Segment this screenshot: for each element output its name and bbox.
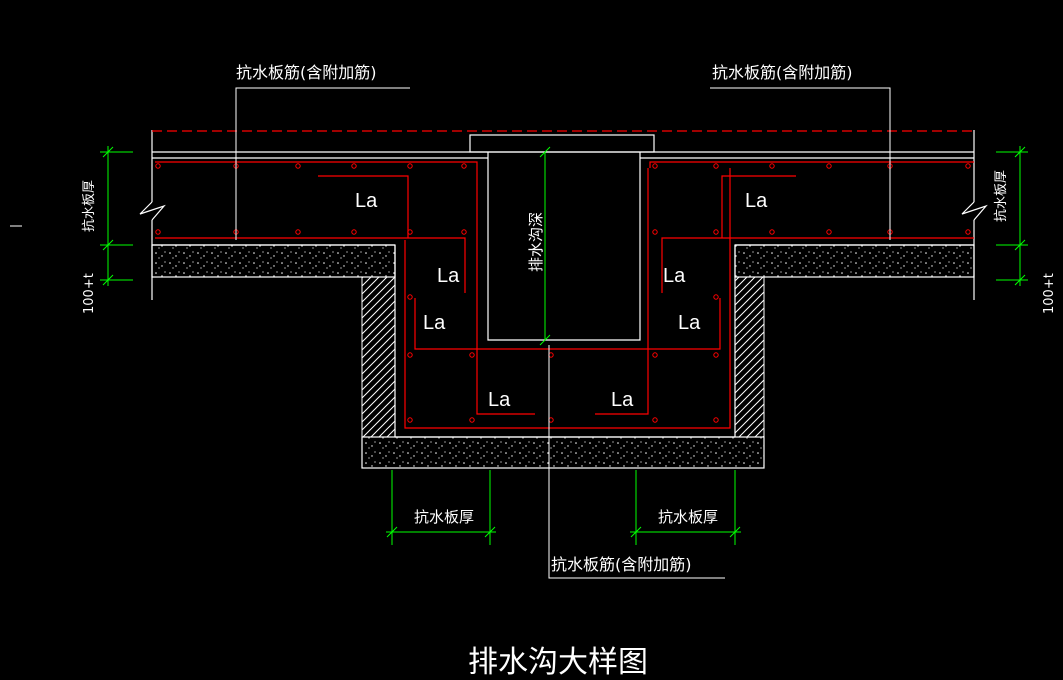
dimension-lines	[100, 146, 1028, 545]
trench-depth-label: 排水沟深	[527, 212, 545, 272]
anchorage-label: La	[423, 312, 446, 334]
rebar-dots	[155, 163, 971, 423]
concrete-outline	[139, 130, 988, 438]
cushion-right-label: 100+t	[1042, 273, 1057, 314]
anchorage-label: La	[437, 265, 460, 287]
leader-lines	[235, 87, 891, 579]
soil-hatch	[361, 276, 765, 438]
anchorage-label: La	[663, 265, 686, 287]
slab-thickness-right-label: 抗水板厚	[994, 170, 1009, 222]
rebar-label-right: 抗水板筋(含附加筋)	[712, 63, 853, 82]
bottom-thickness-right-label: 抗水板厚	[658, 508, 718, 526]
anchorage-label: La	[611, 389, 634, 411]
anchorage-label: La	[745, 190, 768, 212]
rebar-label-bottom: 抗水板筋(含附加筋)	[551, 555, 692, 574]
anchorage-label: La	[678, 312, 701, 334]
cushion-left-label: 100+t	[82, 273, 97, 314]
anchorage-label: La	[488, 389, 511, 411]
rebar-label-left: 抗水板筋(含附加筋)	[236, 63, 377, 82]
rebar-lines	[152, 130, 974, 429]
cushion-layer	[151, 244, 975, 469]
drawing-title: 排水沟大样图	[468, 645, 648, 680]
bottom-thickness-left-label: 抗水板厚	[414, 508, 474, 526]
anchorage-label: La	[355, 190, 378, 212]
slab-thickness-left-label: 抗水板厚	[82, 180, 97, 232]
